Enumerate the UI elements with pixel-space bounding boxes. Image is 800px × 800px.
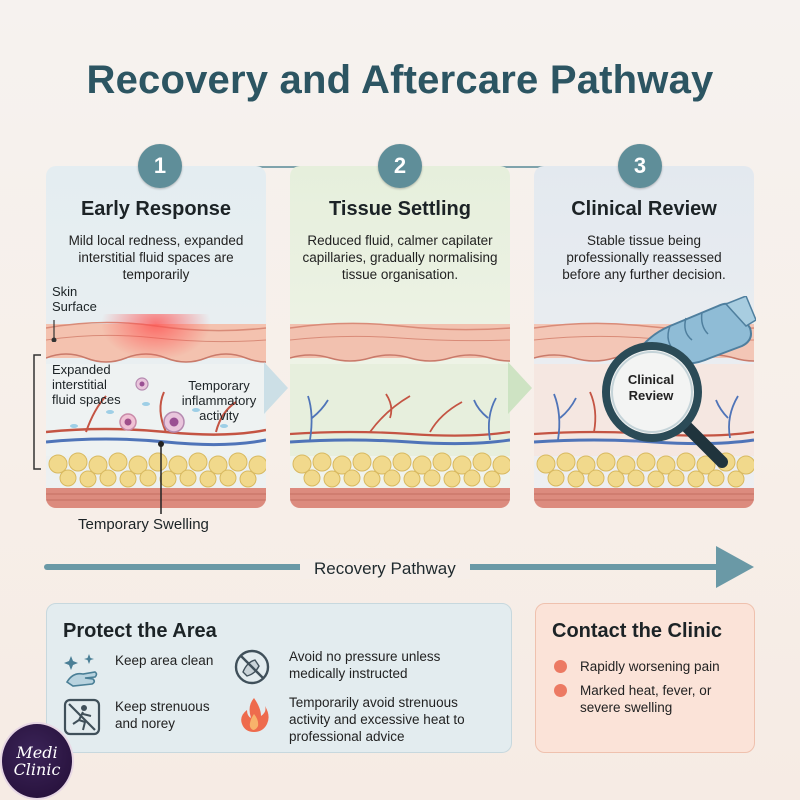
step-title: Early Response — [80, 198, 232, 220]
bullet-dot — [554, 684, 567, 697]
chevron-right-icon — [508, 362, 532, 414]
inflammatory-activity-label: Temporary inflammatory activity — [181, 378, 257, 423]
no-pressure-icon — [234, 649, 270, 685]
contact-item-pain: Rapidly worsening pain — [580, 659, 720, 674]
step-title: Tissue Settling — [329, 198, 471, 220]
step-number-2: 2 — [378, 144, 422, 188]
medi-clinic-logo: Medi Clinic — [0, 722, 74, 800]
tissue-illustration-settling — [290, 322, 510, 508]
depth-bracket — [33, 354, 41, 470]
skin-surface-pointer — [51, 320, 57, 342]
expanded-spaces-label: Expanded interstitial fluid spaces — [52, 362, 121, 407]
logo-line-1: Medi — [16, 743, 58, 762]
step-number-1: 1 — [138, 144, 182, 188]
step-panel-tissue-settling: Tissue Settling Reduced fluid, calmer ca… — [290, 166, 510, 508]
contact-clinic-title: Contact the Clinic — [552, 620, 723, 642]
protect-item-clean: Keep area clean — [115, 653, 214, 668]
protect-item-pressure: Avoid no pressure unless medically instr… — [289, 649, 441, 681]
no-exercise-icon — [63, 698, 101, 736]
temporary-swelling-label: Temporary Swelling — [78, 516, 209, 533]
protect-item-strenuous: Keep strenuous and norey — [115, 699, 210, 731]
step-title: Clinical Review — [571, 198, 717, 220]
step-number-3: 3 — [618, 144, 662, 188]
contact-clinic-box: Contact the Clinic Rapidly worsening pai… — [535, 603, 755, 753]
chevron-right-icon — [264, 362, 288, 414]
protect-area-title: Protect the Area — [63, 620, 217, 642]
protect-area-box: Protect the Area Keep area clean Avoid n… — [46, 603, 512, 753]
skin-surface-label: Skin Surface — [52, 284, 97, 314]
step-description: Mild local redness, expanded interstitia… — [68, 233, 244, 282]
protect-item-heat: Temporarily avoid strenuous activity and… — [289, 695, 465, 744]
clinical-review-magnifier-label: Clinical Review — [627, 372, 675, 403]
logo-line-2: Clinic — [13, 760, 61, 779]
sparkle-hands-icon — [64, 654, 98, 687]
swelling-pointer — [158, 441, 164, 514]
magnifier-icon — [602, 342, 728, 468]
page-title: Recovery and Aftercare Pathway — [86, 58, 714, 102]
bullet-dot — [554, 660, 567, 673]
flame-icon — [241, 698, 269, 732]
step-panel-early-response: Early Response Mild local redness, expan… — [46, 166, 266, 508]
step-description: Reduced fluid, calmer capilater capillar… — [302, 233, 498, 282]
recovery-pathway-label: Recovery Pathway — [300, 559, 470, 579]
contact-item-heat: Marked heat, fever, or severe swelling — [580, 683, 712, 715]
tissue-illustration-early — [46, 314, 266, 508]
step-description: Stable tissue being professionally reass… — [562, 233, 726, 282]
